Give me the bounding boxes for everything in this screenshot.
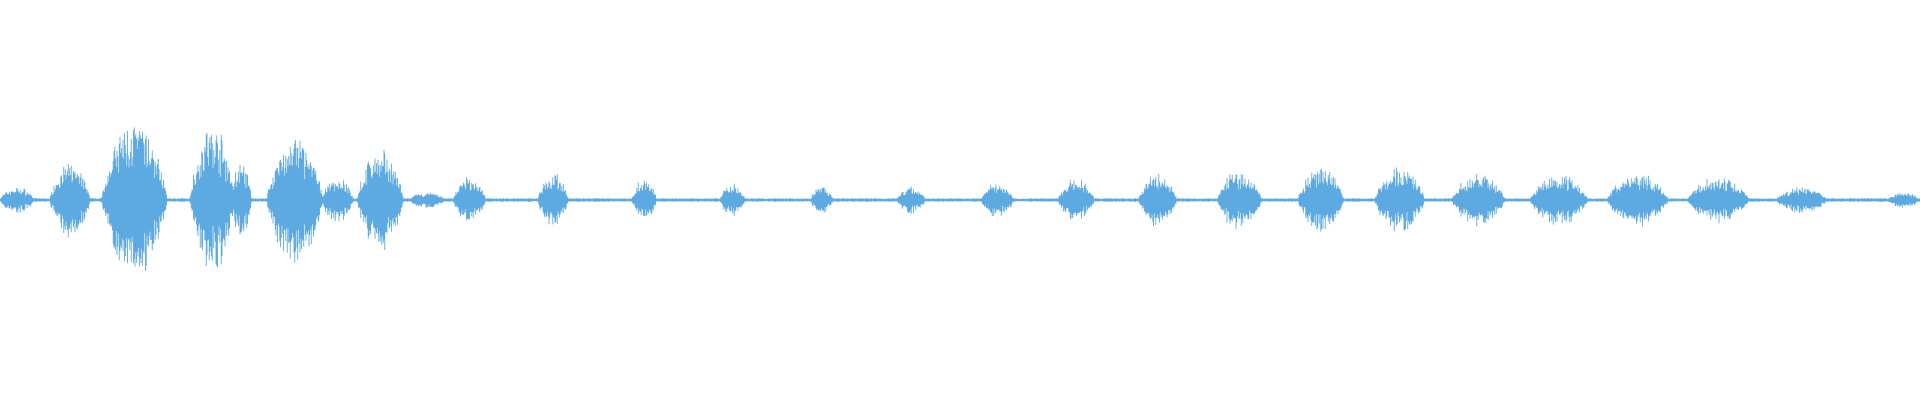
waveform-samples <box>0 127 1920 271</box>
waveform-path <box>0 127 1920 271</box>
